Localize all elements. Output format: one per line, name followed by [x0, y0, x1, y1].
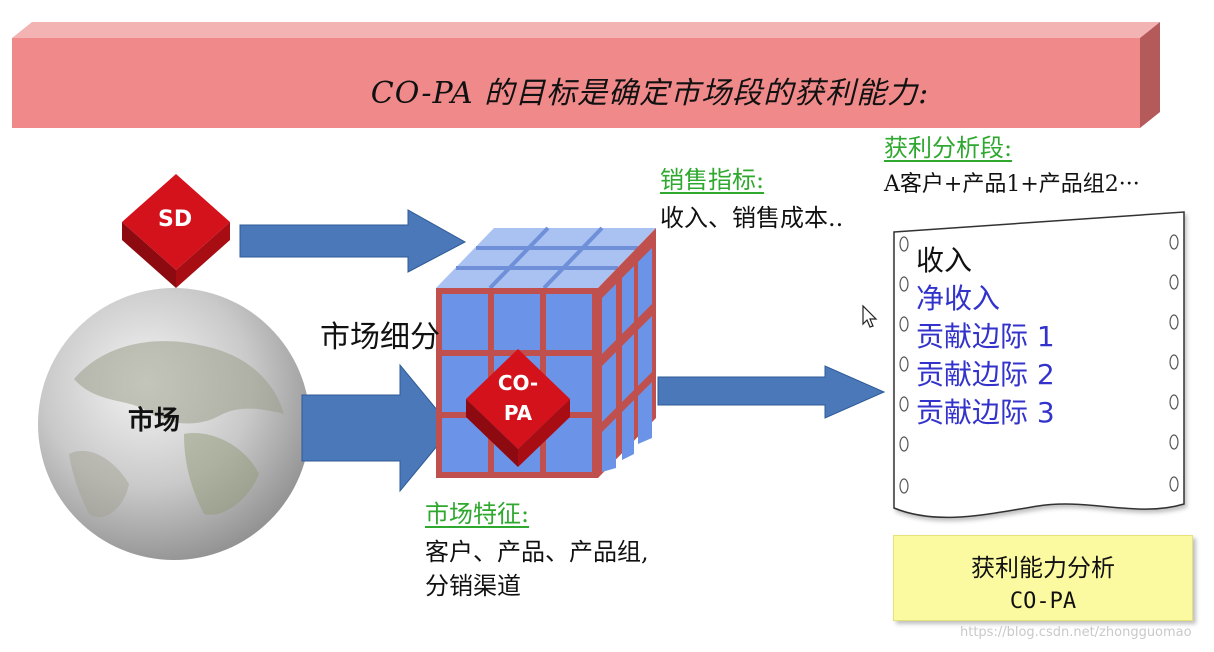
market-features-line2: 分销渠道 — [425, 572, 521, 600]
arrow-sd-to-cube — [239, 209, 467, 273]
sd-badge-icon — [122, 174, 230, 288]
report-item-revenue: 收入 — [916, 244, 973, 277]
title-banner — [12, 22, 1160, 128]
report-item-contribution-margin-1: 贡献边际 1 — [916, 320, 1055, 353]
sales-indicators-text: 收入、销售成本.. — [660, 204, 844, 232]
profit-segment-text: A客户+产品1+产品组2··· — [884, 172, 1140, 197]
sales-indicators-heading: 销售指标: — [660, 166, 765, 194]
profitability-analysis-subtitle: CO-PA — [1009, 589, 1077, 614]
copa-badge-icon — [466, 349, 570, 467]
sd-badge-label: SD — [158, 207, 193, 232]
copa-badge-label: CO- PA — [497, 371, 539, 425]
profitability-analysis-box: 获利能力分析 CO-PA — [893, 535, 1193, 621]
profit-segment-heading: 获利分析段: — [884, 134, 1013, 162]
arrow-market-to-cube — [301, 363, 453, 493]
arrow-cube-to-report — [657, 365, 886, 419]
market-features-heading: 市场特征: — [425, 500, 530, 528]
banner-title: CO-PA 的目标是确定市场段的获利能力: — [370, 76, 930, 111]
globe-icon — [38, 288, 310, 560]
profitability-analysis-title: 获利能力分析 — [971, 554, 1115, 582]
report-item-net-revenue: 净收入 — [916, 282, 1001, 315]
globe-label: 市场 — [128, 406, 181, 436]
watermark: https://blog.csdn.net/zhongguomao — [960, 625, 1192, 640]
mouse-cursor-icon — [862, 304, 878, 328]
report-sheet — [893, 211, 1185, 519]
market-features-line1: 客户、产品、产品组, — [425, 538, 649, 566]
segmentation-label: 市场细分 — [320, 320, 440, 355]
report-item-contribution-margin-3: 贡献边际 3 — [916, 396, 1055, 429]
report-items: 收入 净收入 贡献边际 1 贡献边际 2 贡献边际 3 — [916, 242, 1055, 432]
report-item-contribution-margin-2: 贡献边际 2 — [916, 358, 1055, 391]
